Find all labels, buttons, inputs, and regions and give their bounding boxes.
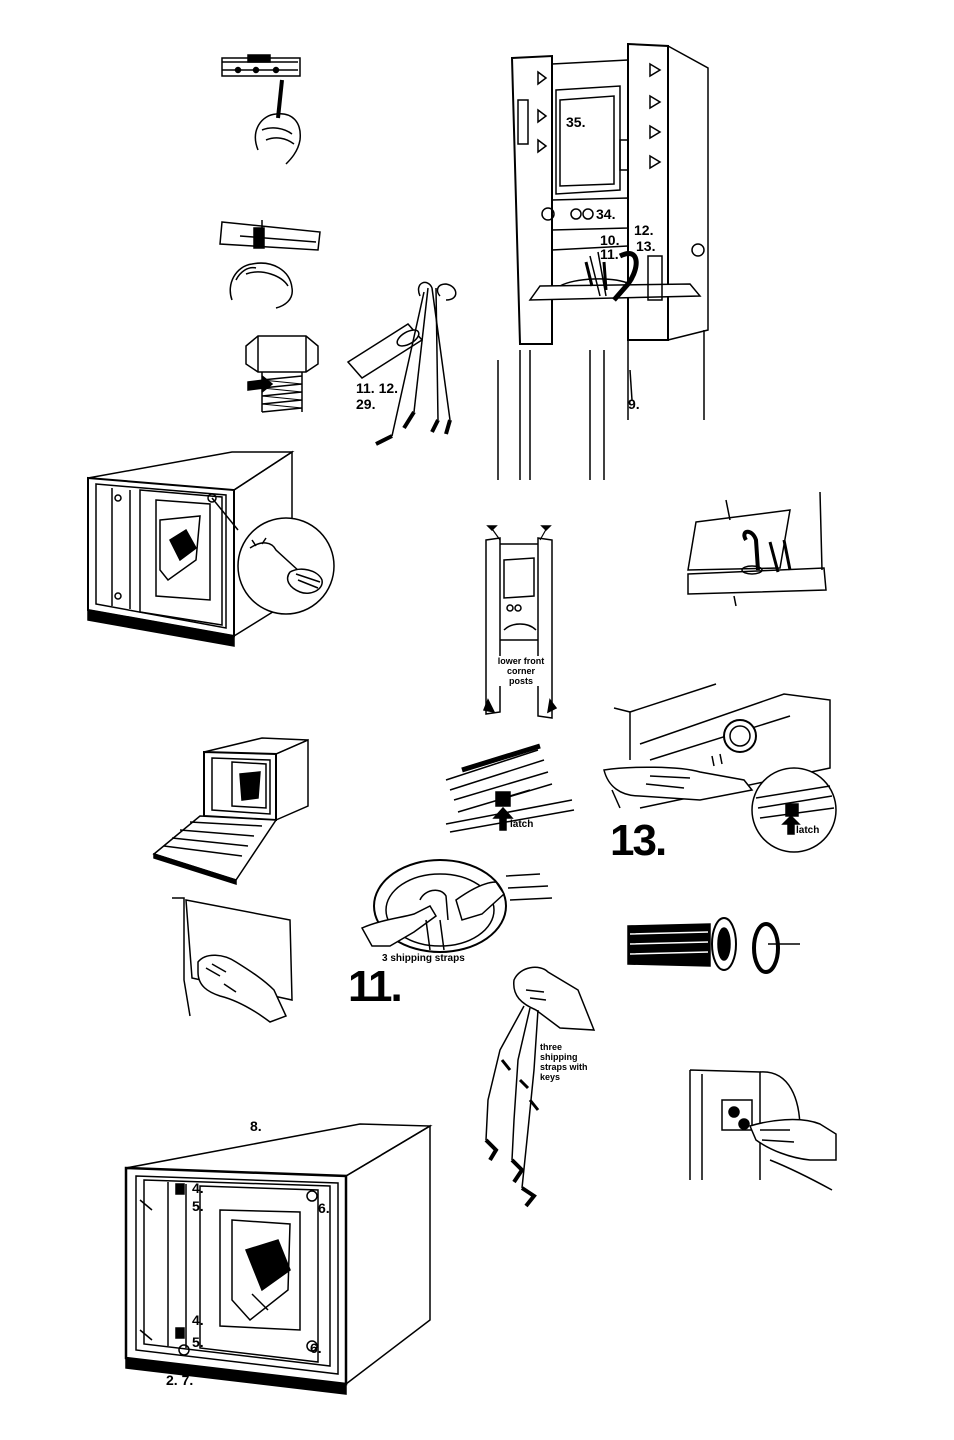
label-11-12: 11. 12. xyxy=(356,380,398,396)
step-13-heading: 13. xyxy=(610,816,665,866)
corner-posts-figure xyxy=(484,526,556,718)
wall-screw-figure xyxy=(690,1070,836,1190)
lift-panel-figure xyxy=(172,898,292,1022)
label-12-top: 12. xyxy=(634,222,653,238)
drum-straps-figure xyxy=(362,860,552,952)
label-8: 8. xyxy=(250,1118,262,1134)
bolt-rail-figure xyxy=(220,220,320,308)
label-5-top: 5. xyxy=(192,1198,204,1214)
cabinet-open-panel-figure xyxy=(154,738,308,884)
label-6-top: 6. xyxy=(318,1200,330,1216)
three-shipping-straps-label: 3 shipping straps xyxy=(382,954,465,964)
label-29: 29. xyxy=(356,396,375,412)
shipping-key-figure xyxy=(348,282,456,444)
label-2-7: 2. 7. xyxy=(166,1372,193,1388)
latch-label-right: latch xyxy=(796,826,819,836)
latch-label-center: latch xyxy=(510,820,533,830)
label-34: 34. xyxy=(596,206,615,222)
label-35: 35. xyxy=(566,114,585,130)
label-4-top: 4. xyxy=(192,1180,204,1196)
label-13-top: 13. xyxy=(636,238,655,254)
label-6-bottom: 6. xyxy=(310,1340,322,1356)
hose-washer-figure xyxy=(628,918,800,972)
label-5-bottom: 5. xyxy=(192,1334,204,1350)
label-4-bottom: 4. xyxy=(192,1312,204,1328)
label-9: 9. xyxy=(628,396,640,412)
leveling-foot-figure xyxy=(246,336,318,412)
cabinet-wrench-figure xyxy=(88,452,334,646)
label-11-top: 11. xyxy=(600,246,619,262)
screwdriver-rail-figure xyxy=(222,55,300,164)
large-cabinet-figure xyxy=(126,1124,430,1394)
step-11-heading: 11. xyxy=(348,962,401,1012)
straps-with-keys-label: three shipping straps with keys xyxy=(540,1042,590,1082)
lower-front-corner-posts-label: lower front corner posts xyxy=(496,656,546,686)
open-top-hoses-figure xyxy=(688,492,826,606)
hand-straps-figure xyxy=(486,967,594,1206)
stacked-unit-figure xyxy=(498,44,708,480)
